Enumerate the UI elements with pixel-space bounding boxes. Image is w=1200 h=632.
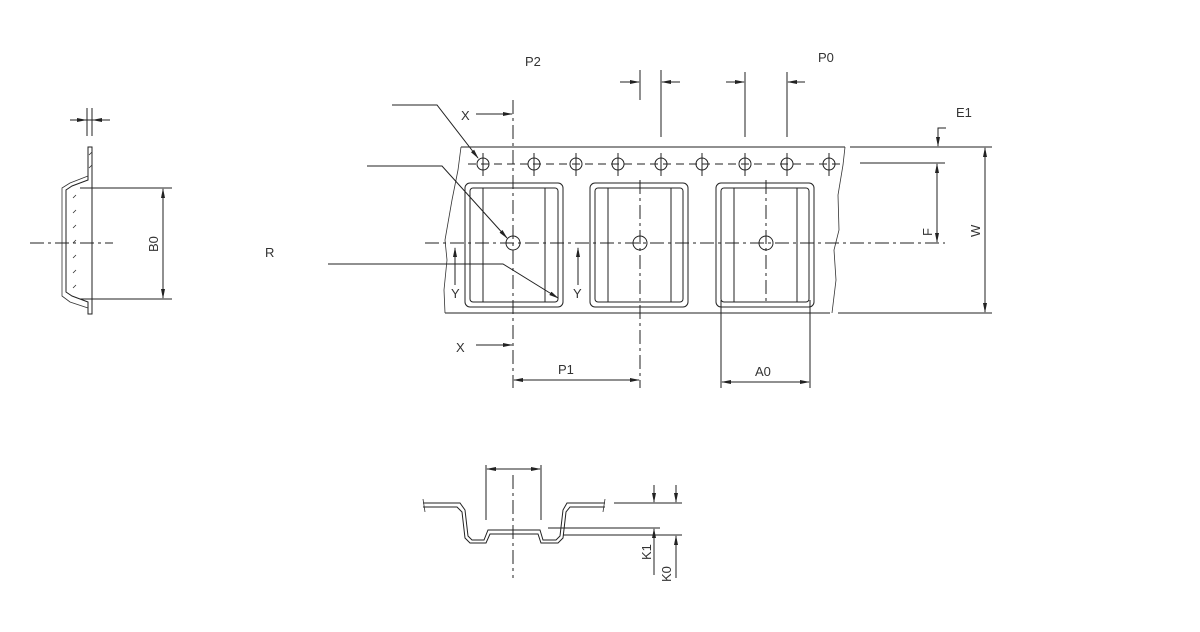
sprocket-hole — [654, 153, 668, 176]
side-view: B0 — [30, 108, 172, 315]
label-b0: B0 — [146, 236, 161, 252]
tape-top-view: P2 P0 E1 F W X X Y Y P1 — [328, 50, 992, 388]
pocket — [715, 182, 815, 308]
sprocket-hole — [569, 153, 583, 176]
sprocket-hole — [695, 153, 709, 176]
label-x-top: X — [461, 108, 470, 123]
label-p1: P1 — [558, 362, 574, 377]
label-y-left: Y — [451, 286, 460, 301]
label-a0: A0 — [755, 364, 771, 379]
label-p0: P0 — [818, 50, 834, 65]
label-r: R — [265, 245, 274, 260]
label-e1: E1 — [956, 105, 972, 120]
sprocket-holes — [476, 153, 836, 176]
label-k1: K1 — [639, 544, 654, 560]
label-f: F — [920, 228, 935, 236]
sprocket-hole — [780, 153, 794, 176]
pocket — [464, 182, 564, 308]
pocket — [589, 182, 689, 308]
label-x-bottom: X — [456, 340, 465, 355]
label-p2: P2 — [525, 54, 541, 69]
cross-section: K1 K0 — [422, 465, 682, 582]
sprocket-hole — [611, 153, 625, 176]
label-k0: K0 — [659, 566, 674, 582]
sprocket-hole — [822, 153, 836, 176]
label-y-right: Y — [573, 286, 582, 301]
sprocket-hole — [738, 153, 752, 176]
sprocket-hole — [527, 153, 541, 176]
label-w: W — [968, 224, 983, 237]
sprocket-hole — [476, 153, 490, 176]
